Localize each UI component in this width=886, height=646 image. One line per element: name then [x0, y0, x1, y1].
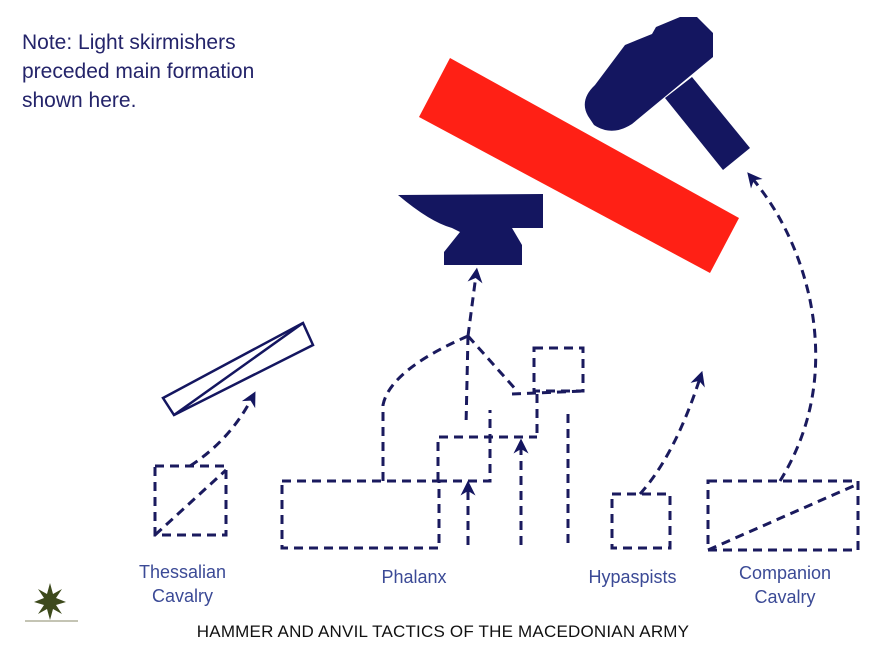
note-line: Note: Light skirmishers — [22, 31, 236, 54]
hypaspists-advance-arrow — [638, 370, 705, 496]
enemy-line-bar — [419, 58, 739, 273]
companion-advance-arrow — [747, 172, 818, 482]
note-line: preceded main formation — [22, 60, 255, 83]
hammer-icon — [584, 17, 750, 170]
phalanx-formation — [280, 267, 585, 550]
label-phalanx: Phalanx — [381, 567, 447, 587]
label-hypaspists: Hypaspists — [588, 567, 677, 587]
label-line: Companion — [738, 563, 832, 583]
publisher-logo — [25, 583, 78, 622]
label-thessalian-cavalry: Thessalian Cavalry — [120, 560, 245, 608]
thessalian-screen — [161, 321, 315, 417]
note-text: Note: Light skirmishers preceded main fo… — [22, 28, 342, 115]
label-companion-cavalry: Companion Cavalry — [715, 561, 855, 609]
note-line: shown here. — [22, 89, 137, 112]
companion-cavalry-unit — [706, 479, 860, 552]
label-line: Cavalry — [151, 586, 213, 606]
label-line: Thessalian — [138, 562, 227, 582]
unit-diagonal — [707, 482, 859, 552]
hypaspists-unit — [610, 492, 672, 550]
diagram-title: HAMMER AND ANVIL TACTICS OF THE MACEDONI… — [196, 622, 690, 641]
anvil-icon — [398, 194, 543, 265]
unit-diagonal — [153, 468, 228, 537]
thessalian-advance-arrow — [189, 391, 256, 468]
label-line: Cavalry — [754, 587, 816, 607]
